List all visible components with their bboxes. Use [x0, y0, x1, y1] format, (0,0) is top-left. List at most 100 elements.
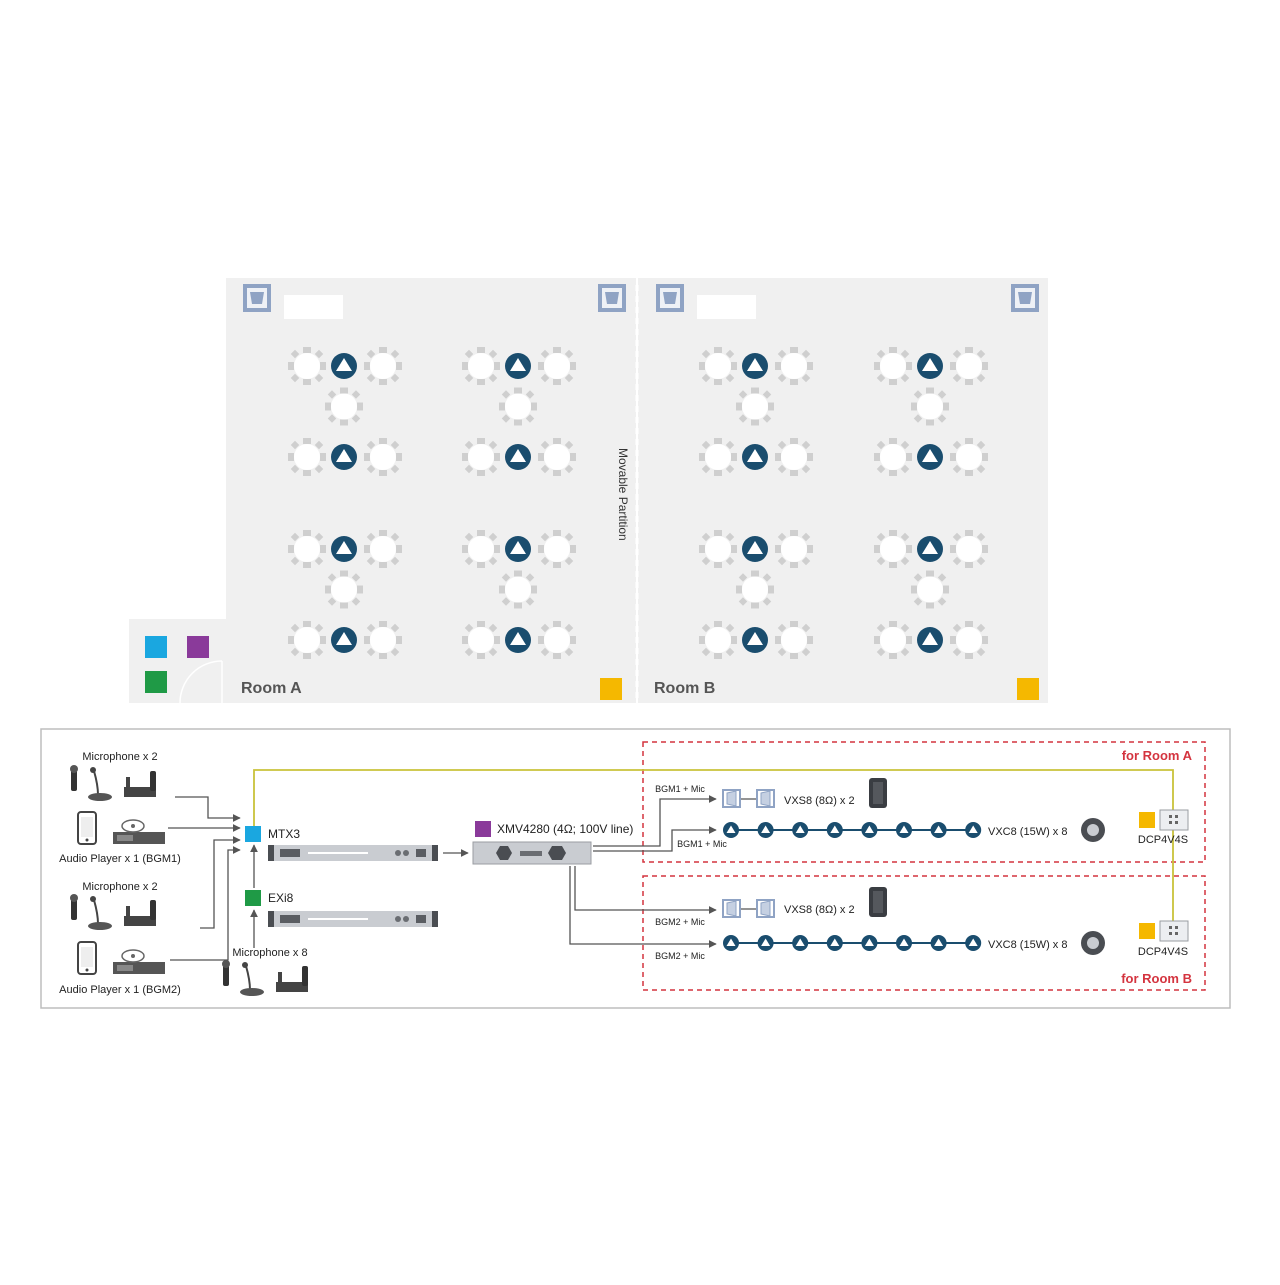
floor-plan: Movable Partition Room A Room B	[129, 278, 1048, 704]
vxc8-speaker-icon	[792, 822, 809, 838]
table-seat	[699, 621, 737, 659]
table-seat	[364, 438, 402, 476]
dcp-a-panel-icon	[1159, 809, 1189, 831]
mic-group-2-label: Microphone x 2	[82, 881, 157, 893]
table-seat	[288, 621, 326, 659]
vxs8-product-icon	[869, 778, 887, 808]
table-seat	[462, 438, 500, 476]
dcp-a-label: DCP4V4S	[1138, 834, 1188, 846]
vxc8-product-icon	[1081, 931, 1105, 955]
room-b-label: Room B	[654, 680, 715, 697]
zone-room-a	[642, 741, 1206, 863]
table-seat	[364, 347, 402, 385]
table-seat	[775, 621, 813, 659]
vxc8-speaker-icon	[792, 935, 809, 951]
wall-speaker-icon	[598, 284, 626, 312]
source-connections	[168, 796, 258, 961]
xmv-location-marker	[187, 636, 209, 658]
partition-label: Movable Partition	[616, 448, 630, 541]
bgm2-mic-bottom: BGM2 + Mic	[655, 951, 705, 961]
table-seat	[288, 438, 326, 476]
vxc8-b-label: VXC8 (15W) x 8	[988, 939, 1067, 951]
room-b-floor	[638, 278, 1048, 703]
dcp-a-marker	[1139, 812, 1155, 828]
table-seat	[950, 438, 988, 476]
ceiling-speaker-icon	[742, 353, 768, 379]
exi8-rack-unit	[268, 911, 438, 927]
door-arc	[179, 660, 223, 704]
zone-room-b	[642, 875, 1206, 991]
table-seat	[775, 347, 813, 385]
dcp-b-panel-icon	[1159, 920, 1189, 942]
ceiling-speaker-icon	[331, 536, 357, 562]
ceiling-speaker-icon	[917, 353, 943, 379]
ceiling-speaker-icon	[331, 627, 357, 653]
ceiling-speaker-icon	[917, 627, 943, 653]
table-seat	[462, 621, 500, 659]
ceiling-speaker-icon	[505, 353, 531, 379]
room-a-label: Room A	[241, 680, 302, 697]
room-a-floor	[226, 278, 636, 703]
vxc8-speaker-icon	[723, 822, 739, 838]
amp-output-connections	[569, 795, 717, 948]
vxc8-speaker-icon	[723, 935, 739, 951]
table-seat	[775, 530, 813, 568]
ceiling-speaker-icon	[505, 444, 531, 470]
table-seat	[538, 347, 576, 385]
table-seat	[950, 621, 988, 659]
table-seat	[911, 387, 949, 426]
xmv-amplifier-unit	[472, 841, 592, 865]
ceiling-speaker-icon	[917, 444, 943, 470]
vxc8-speaker-icon	[965, 935, 982, 951]
table-seat	[538, 530, 576, 568]
bgm1-mic-bottom: BGM1 + Mic	[677, 839, 727, 849]
ceiling-speaker-icon	[917, 536, 943, 562]
table-seat	[950, 347, 988, 385]
table-seat	[364, 530, 402, 568]
vxc8-speaker-icon	[965, 822, 982, 838]
bgm1-mic-top: BGM1 + Mic	[655, 784, 705, 794]
vxc8-product-icon	[1081, 818, 1105, 842]
ceiling-speaker-icon	[742, 444, 768, 470]
player-2-label: Audio Player x 1 (BGM2)	[59, 984, 181, 996]
vxc8-a-label: VXC8 (15W) x 8	[988, 826, 1067, 838]
table-seat	[538, 438, 576, 476]
mic-group-3-label: Microphone x 8	[232, 947, 307, 959]
diagram-frame	[40, 728, 1231, 1009]
zone-a-title: for Room A	[1122, 748, 1193, 763]
vxc8-speaker-icon	[826, 935, 843, 951]
dcp-control-line	[253, 769, 1174, 932]
ceiling-speaker-icon	[742, 536, 768, 562]
table-seat	[775, 438, 813, 476]
table-seat	[736, 570, 774, 609]
vxc8-speaker-icon	[930, 822, 947, 838]
mtx3-label: MTX3	[268, 827, 300, 841]
exi8-marker	[245, 890, 261, 906]
table-seat	[736, 387, 774, 426]
signal-flow-diagram: for Room A for Room B Microphone x 2 Aud…	[40, 728, 1231, 1009]
table-seat	[462, 530, 500, 568]
exi8-label: EXi8	[268, 891, 294, 905]
table-seat	[325, 570, 363, 609]
table-seat	[699, 530, 737, 568]
xmv-marker	[475, 821, 491, 837]
ceiling-speaker-icon	[505, 627, 531, 653]
dcp-b-marker	[1139, 923, 1155, 939]
vxs8-product-icon	[869, 887, 887, 917]
vxc8-speaker-icon	[896, 935, 912, 951]
table-seat	[288, 530, 326, 568]
dcp-room-b-marker	[1017, 678, 1039, 700]
table-seat	[699, 438, 737, 476]
table-seat	[538, 621, 576, 659]
room-a-plate	[284, 295, 343, 319]
room-b-plate	[697, 295, 756, 319]
vxc8-speaker-icon	[930, 935, 947, 951]
vxc8-speaker-icon	[861, 935, 878, 951]
mtx3-marker	[245, 826, 261, 842]
ceiling-speaker-icon	[742, 627, 768, 653]
ceiling-speaker-icon	[331, 353, 357, 379]
table-seat	[950, 530, 988, 568]
table-seat	[874, 438, 912, 476]
table-seat	[499, 387, 537, 426]
